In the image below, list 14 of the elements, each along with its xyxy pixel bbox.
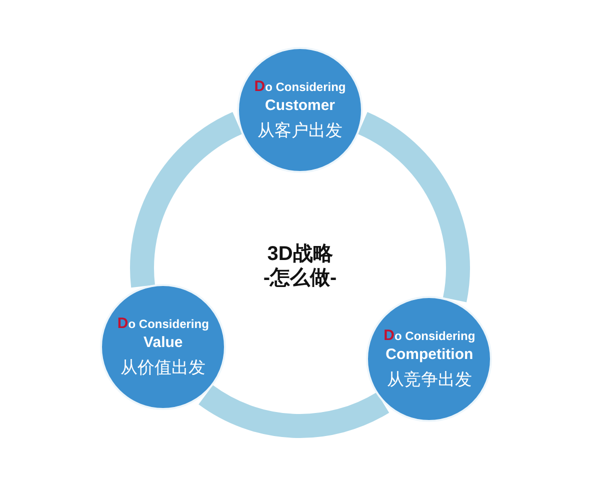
- tagline-text: Do Considering: [254, 78, 346, 96]
- node-subtitle: 从价值出发: [120, 357, 206, 379]
- ring-arc-connector: [199, 384, 389, 438]
- center-title: 3D战略: [267, 242, 333, 266]
- ring-arc-connector: [357, 112, 470, 302]
- node-title: Customer: [264, 96, 335, 115]
- tagline-text: Do Considering: [384, 326, 476, 345]
- node-subtitle: 从竞争出发: [386, 368, 472, 391]
- ring-arc-connector: [130, 112, 243, 287]
- center-subtitle: -怎么做-: [263, 266, 337, 290]
- tagline-text: Do Considering: [117, 315, 209, 333]
- node-title: Value: [144, 333, 183, 352]
- node-subtitle: 从客户出发: [258, 120, 342, 142]
- node-title: Competition: [386, 344, 474, 364]
